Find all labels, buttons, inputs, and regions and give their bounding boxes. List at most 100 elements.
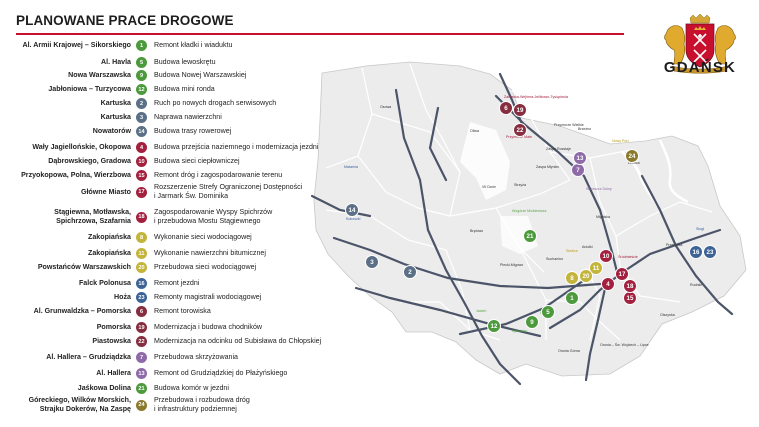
work-description: Przebudowa skrzyżowania xyxy=(154,352,238,361)
map-marker-number: 13 xyxy=(577,155,584,162)
road-trakt-sw-wojciecha xyxy=(584,282,608,382)
work-street: Nowa Warszawska xyxy=(68,70,131,79)
map-forest xyxy=(460,122,510,200)
work-number-badge: 5 xyxy=(136,57,147,68)
road-slowackiego-2 xyxy=(310,194,372,218)
work-number-badge: 20 xyxy=(136,262,147,273)
work-number-badge: 6 xyxy=(136,306,147,317)
work-number-badge: 24 xyxy=(136,399,147,411)
map-marker-circle xyxy=(589,261,603,275)
work-street: Stągiewna, Motławska, Spichrzowa, Szafar… xyxy=(54,208,131,226)
district-label: Brzeźno xyxy=(578,127,591,131)
map-marker-number: 16 xyxy=(693,249,700,256)
district-label: Matarnia xyxy=(344,165,358,169)
district-label: Piecki-Migowo xyxy=(500,263,523,267)
map-marker-number: 21 xyxy=(527,233,534,240)
work-description: Remont kładki i wiaduktu xyxy=(154,40,233,49)
map-marker-number: 12 xyxy=(491,323,498,330)
work-row: Jaśkowa Dolina 21 Budowa komór w jezdni xyxy=(0,383,340,394)
work-description: Remont torowiska xyxy=(154,306,211,315)
district-label: Nowy Port xyxy=(612,139,629,143)
map-marker-number: 23 xyxy=(707,249,714,256)
district-label: Brętowo xyxy=(470,229,483,233)
work-street: Kartuska xyxy=(100,112,131,121)
map-marker-number: 17 xyxy=(619,271,626,278)
map-marker: 15 xyxy=(623,291,637,305)
page-title: PLANOWANE PRACE DROGOWE xyxy=(16,13,234,28)
district-label: Przeróbka xyxy=(666,243,682,247)
map-marker: 7 xyxy=(571,163,585,177)
work-number-badge: 13 xyxy=(136,368,147,379)
work-row: Góreckiego, Wilków Morskich, Strajku Dok… xyxy=(0,396,340,414)
work-description: Zagospodarowanie Wyspy Spichrzów i przeb… xyxy=(154,208,273,226)
map-marker-circle xyxy=(403,265,417,279)
work-description: Naprawa nawierzchni xyxy=(154,112,222,121)
work-street: Zakopiańska xyxy=(88,248,131,257)
work-number-badge: 19 xyxy=(136,322,147,333)
district-label: Orunia Górna xyxy=(558,349,580,353)
district-label: Młyniska xyxy=(596,215,610,219)
district-label: Kokoszki xyxy=(346,217,361,221)
map-marker-number: 7 xyxy=(576,167,580,174)
work-description: Remonty magistrali wodociągowej xyxy=(154,292,262,301)
map-marker-number: 4 xyxy=(606,281,610,288)
map-marker-number: 15 xyxy=(627,295,634,302)
map-marker-circle xyxy=(487,319,501,333)
district-label: Siedlce xyxy=(566,249,578,253)
map-marker: 21 xyxy=(523,229,537,243)
work-number-badge: 21 xyxy=(136,383,147,394)
map-marker-circle xyxy=(541,305,555,319)
map-marker: 16 xyxy=(689,245,703,259)
work-description: Remont od Grudziądzkiej do Płażyńskiego xyxy=(154,368,288,377)
work-street: Al. Armii Krajowej – Sikorskiego xyxy=(22,40,131,49)
map-marker-circle xyxy=(513,103,527,117)
road-slowackiego xyxy=(428,106,448,182)
work-number-badge: 23 xyxy=(136,292,147,303)
work-number-badge: 18 xyxy=(136,211,147,223)
map-marker-circle xyxy=(525,315,539,329)
map-marker-number: 5 xyxy=(546,309,550,316)
road-sucharskiego xyxy=(640,174,734,316)
map-marker: 11 xyxy=(589,261,603,275)
district-label: Żabianka-Wejhera-Jelitkowo-Tysiąclecia xyxy=(504,94,568,99)
work-description: Budowa trasy rowerowej xyxy=(154,126,232,135)
map-marker: 2 xyxy=(403,265,417,279)
map-marker: 13 xyxy=(573,151,587,165)
map-land xyxy=(313,61,747,377)
map-marker-circle xyxy=(625,149,639,163)
map-marker: 12 xyxy=(487,319,501,333)
work-street: Zakopiańska xyxy=(88,232,131,241)
title-underline xyxy=(16,33,624,35)
map-marker: 3 xyxy=(365,255,379,269)
work-number-badge: 17 xyxy=(136,186,147,198)
map-marker: 5 xyxy=(541,305,555,319)
work-description: Budowa komór w jezdni xyxy=(154,383,229,392)
map-marker: 17 xyxy=(615,267,629,281)
map-marker-number: 3 xyxy=(370,259,374,266)
work-number-badge: 15 xyxy=(136,170,147,181)
work-description: Budowa mini ronda xyxy=(154,84,215,93)
work-number-badge: 7 xyxy=(136,352,147,363)
map-marker: 19 xyxy=(513,103,527,117)
map-marker-circle xyxy=(365,255,379,269)
work-street: Powstańców Warszawskich xyxy=(37,262,131,271)
work-street: Jaśkowa Dolina xyxy=(77,383,131,392)
work-description: Przebudowa sieci wodociągowej xyxy=(154,262,257,271)
work-number-badge: 11 xyxy=(136,248,147,259)
district-label: Letnica xyxy=(628,161,640,165)
map-marker: 20 xyxy=(579,269,593,283)
work-street: Przyokopowa, Polna, Wierzbowa xyxy=(21,170,131,179)
district-label: Zaspa Młyniec xyxy=(536,165,559,169)
district-label: Ujeścisko xyxy=(512,329,527,333)
